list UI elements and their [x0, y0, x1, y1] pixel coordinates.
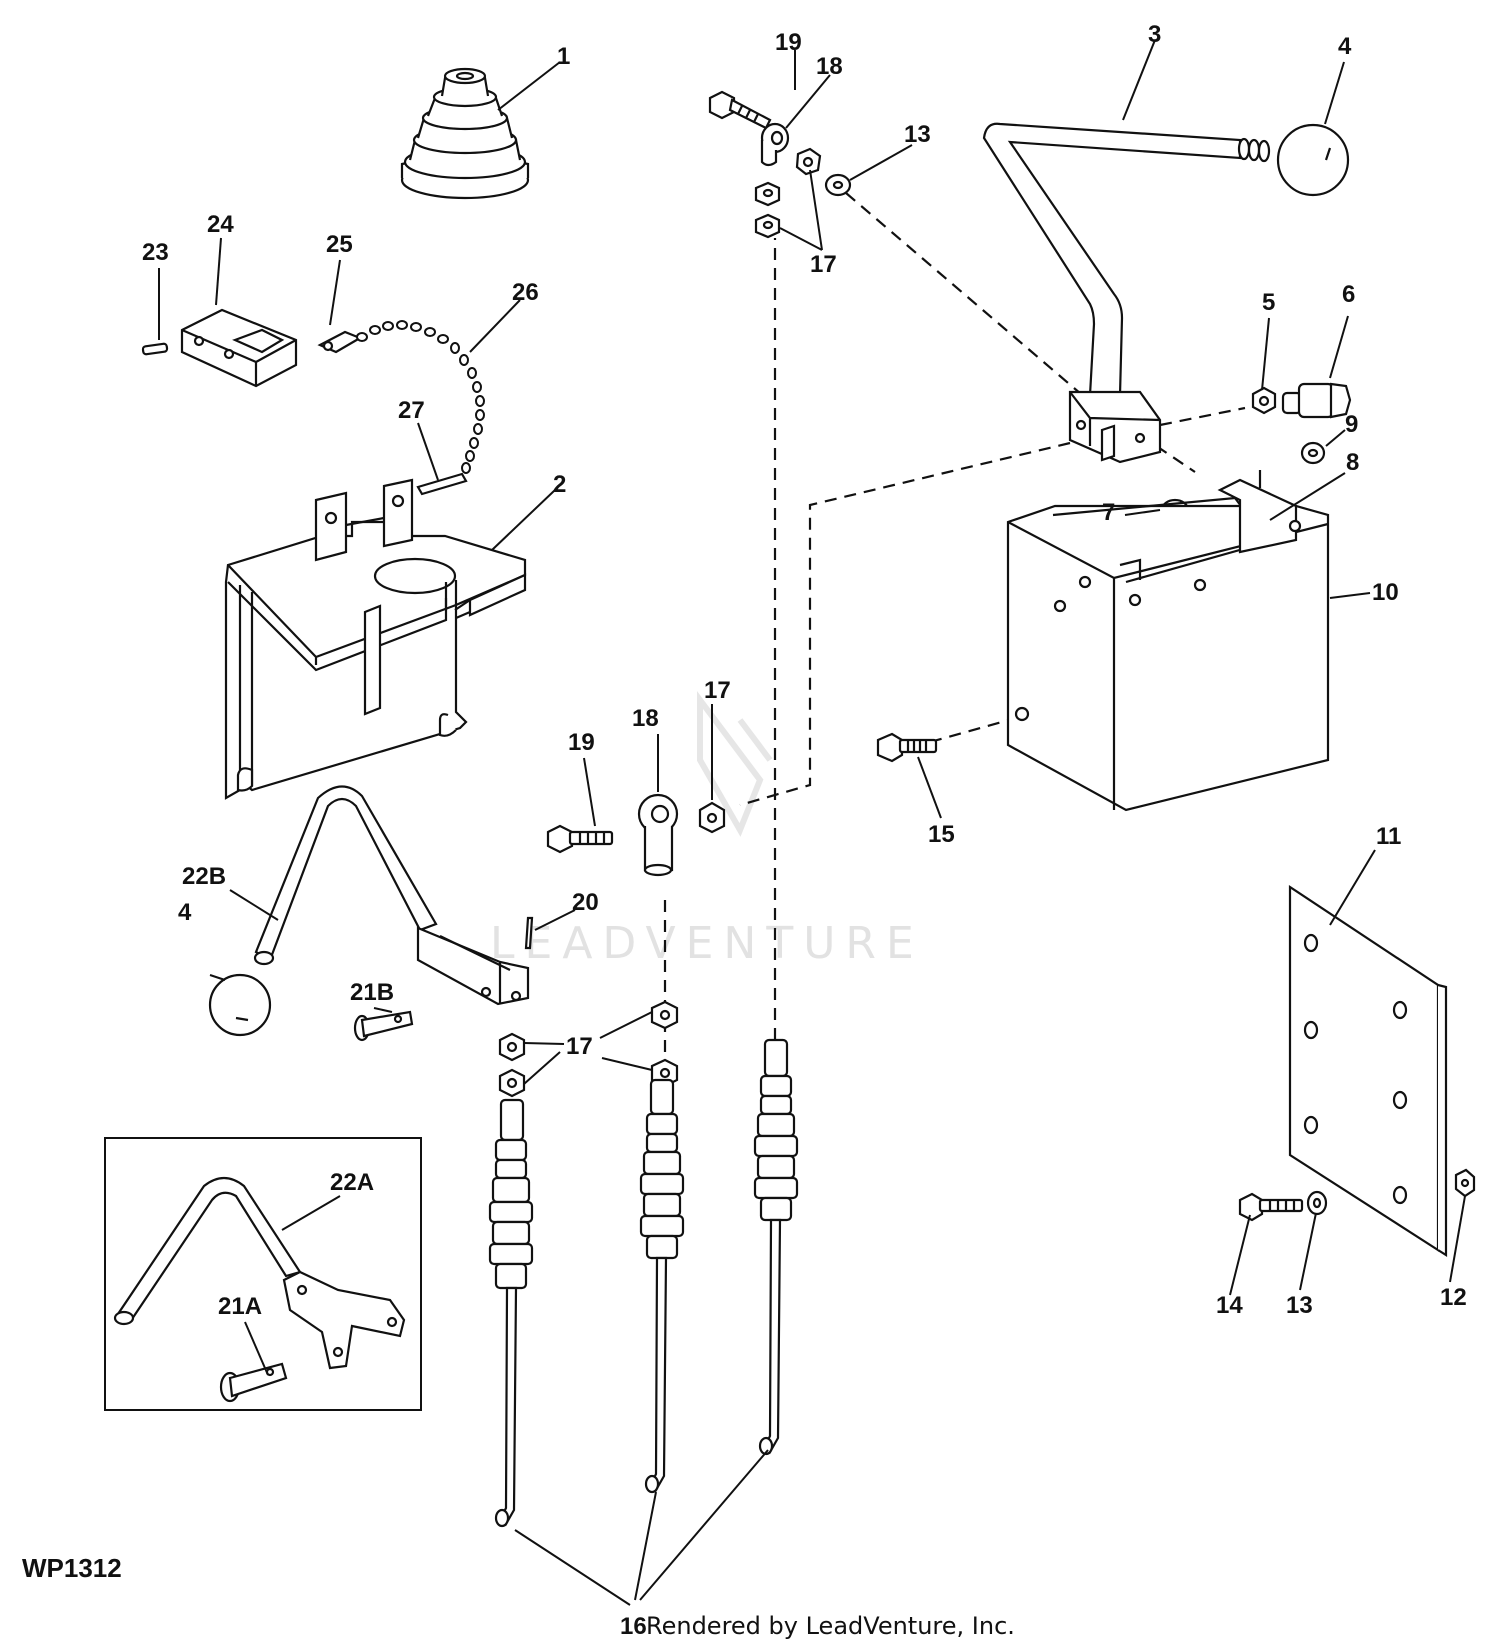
callout-15: 15	[928, 821, 955, 848]
callout-7: 7	[1102, 499, 1115, 526]
part-19-bolt-top	[708, 90, 772, 130]
part-6-fitting	[1281, 382, 1352, 419]
callout-4-top: 4	[1338, 33, 1352, 60]
part-19-bolt-middle	[546, 824, 614, 854]
part-20-pin	[524, 916, 534, 950]
part-16-cable-1	[488, 1098, 534, 1528]
part-24-block	[180, 308, 298, 388]
part-17-nuts-lower	[498, 1000, 679, 1098]
callout-10: 10	[1372, 579, 1399, 606]
figure-id: WP1312	[22, 1553, 122, 1583]
callout-23: 23	[142, 239, 169, 266]
part-15-bolt	[876, 732, 938, 763]
callout-18-top: 18	[816, 53, 843, 80]
part-4-knob-lower	[208, 973, 272, 1037]
callouts: 1 2 3 4 4 5 6 7 8 9 10 11 12 13 13 14 15…	[142, 21, 1467, 1640]
part-17-nuts-top	[754, 147, 822, 239]
callout-14: 14	[1216, 1292, 1243, 1319]
inset-box	[104, 1137, 422, 1411]
callout-22b: 22B	[182, 863, 226, 890]
callout-21b: 21B	[350, 979, 394, 1006]
part-3-lever-block	[1068, 390, 1162, 464]
part-4-knob-top	[1276, 123, 1350, 197]
callout-3: 3	[1148, 21, 1161, 48]
part-14-bolt	[1238, 1192, 1304, 1222]
part-13-washer-lower	[1306, 1190, 1328, 1216]
part-26-chain	[356, 320, 485, 474]
callout-22a: 22A	[330, 1169, 374, 1196]
callout-16: 16	[620, 1613, 647, 1640]
part-5-nut	[1251, 386, 1277, 415]
callout-1: 1	[557, 43, 570, 70]
callout-24: 24	[207, 211, 234, 238]
callout-26: 26	[512, 279, 539, 306]
part-18-rod-end-middle	[637, 793, 679, 877]
callout-2: 2	[553, 471, 566, 498]
render-credit: Rendered by LeadVenture, Inc.	[646, 1612, 1015, 1640]
callout-17-lower: 17	[566, 1033, 593, 1060]
leader-lines	[158, 39, 1466, 1606]
part-1-boot	[400, 67, 530, 200]
callout-27: 27	[398, 397, 425, 424]
callout-21a: 21A	[218, 1293, 262, 1320]
callout-18-middle: 18	[632, 705, 659, 732]
watermark: LEADVENTURE	[490, 691, 924, 969]
callout-13-lower: 13	[1286, 1292, 1313, 1319]
callout-13-top: 13	[904, 121, 931, 148]
part-23-pin	[141, 342, 169, 356]
callout-19-middle: 19	[568, 729, 595, 756]
part-22b-handle	[253, 785, 530, 1006]
part-27-pin	[416, 472, 468, 496]
part-3-lever	[982, 122, 1271, 397]
part-10-housing	[1006, 470, 1330, 812]
part-18-rod-end-top	[760, 122, 790, 167]
callout-20: 20	[572, 889, 599, 916]
callout-9: 9	[1345, 411, 1358, 438]
part-2-bracket	[224, 478, 527, 800]
part-17-nut-middle	[698, 801, 726, 834]
part-12-nut	[1454, 1168, 1476, 1198]
callout-8: 8	[1346, 449, 1359, 476]
callout-19-top: 19	[775, 29, 802, 56]
callout-6: 6	[1342, 281, 1355, 308]
callout-17-top: 17	[810, 251, 837, 278]
part-16-cable-2	[639, 1078, 685, 1494]
part-25-clip	[317, 330, 363, 354]
callout-5: 5	[1262, 289, 1275, 316]
part-9-washer	[1300, 441, 1326, 465]
callout-25: 25	[326, 231, 353, 258]
callout-4-lower: 4	[178, 899, 192, 926]
watermark-text: LEADVENTURE	[490, 918, 924, 969]
callout-17-middle: 17	[704, 677, 731, 704]
callout-12: 12	[1440, 1284, 1467, 1311]
callout-11: 11	[1376, 823, 1401, 850]
part-11-plate	[1288, 884, 1448, 1257]
part-16-cable-3	[753, 1038, 799, 1456]
part-21b-pin	[353, 1010, 414, 1042]
part-13-washer-top	[824, 173, 852, 197]
